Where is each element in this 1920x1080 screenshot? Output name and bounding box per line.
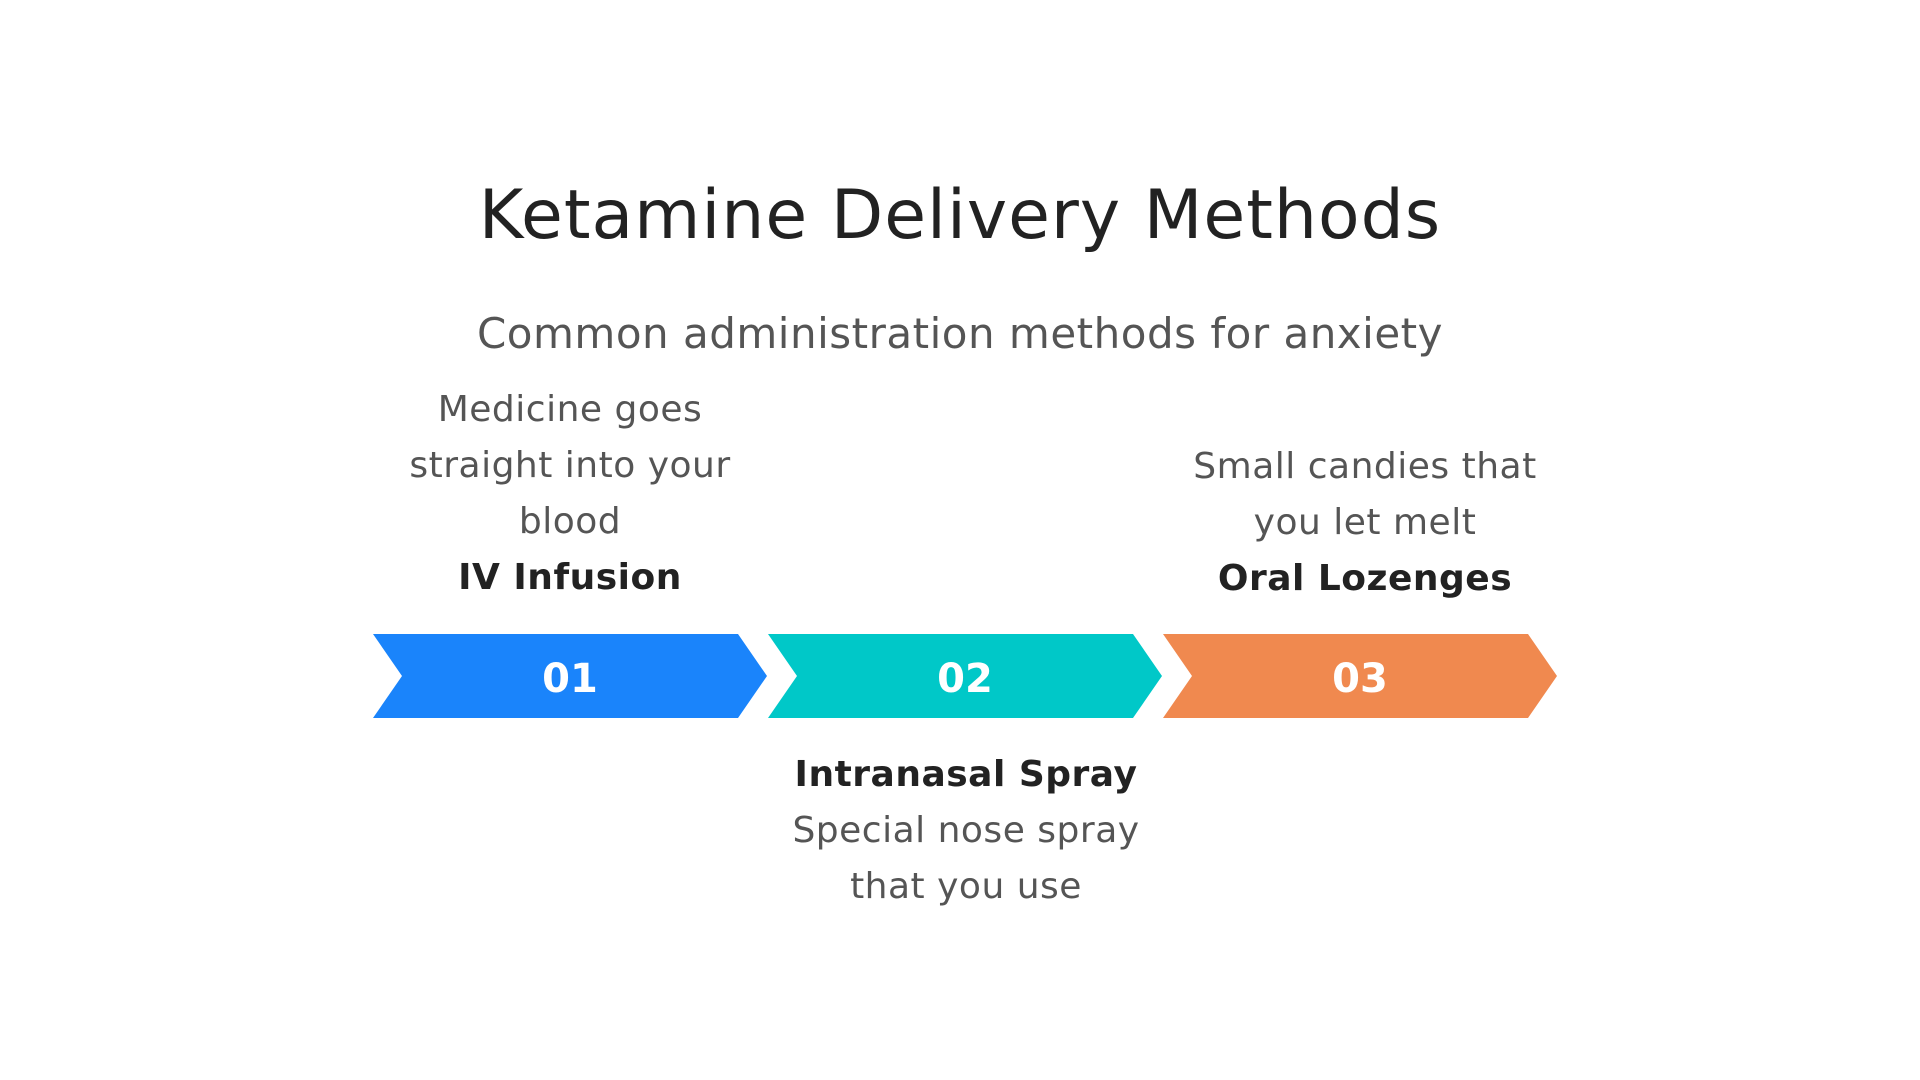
step-3-number: 03	[1332, 656, 1388, 702]
step-2-arrow	[768, 634, 1162, 718]
step-1-number: 01	[542, 656, 598, 702]
step-2-number: 02	[937, 656, 993, 702]
step-1-arrow	[373, 634, 767, 718]
step-3-label: Oral Lozenges	[1217, 558, 1513, 599]
step-3-text: Small candies that you let melt Oral Loz…	[1165, 439, 1565, 607]
step-1-label: IV Infusion	[458, 557, 682, 598]
step-1-text: Medicine goes straight into your blood I…	[370, 382, 770, 606]
step-2-description: Special nose spray that you use	[792, 810, 1140, 907]
diagram-title: Ketamine Delivery Methods	[478, 176, 1442, 255]
step-3-arrow	[1163, 634, 1557, 718]
step-2-label: Intranasal Spray	[794, 754, 1138, 795]
step-1-description: Medicine goes straight into your blood	[409, 389, 731, 542]
step-2-text: Intranasal Spray Special nose spray that…	[766, 747, 1166, 915]
diagram-subtitle: Common administration methods for anxiet…	[476, 309, 1443, 358]
step-3-description: Small candies that you let melt	[1193, 446, 1537, 543]
